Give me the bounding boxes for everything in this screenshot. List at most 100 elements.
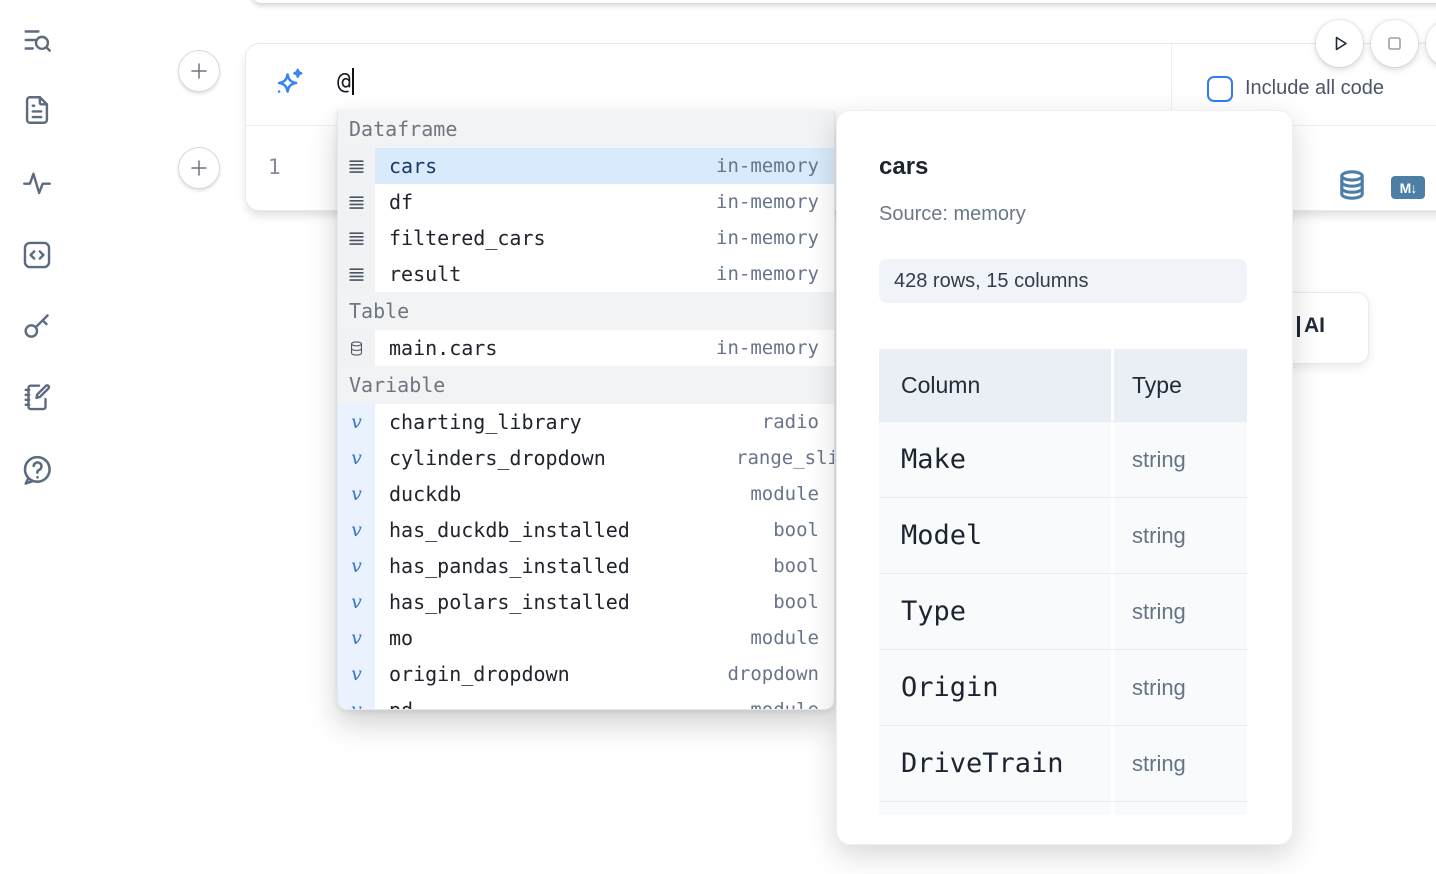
item-name: result [389,262,462,286]
file-icon[interactable] [19,92,55,128]
include-all-code-checkbox[interactable] [1207,76,1233,102]
autocomplete-item-charting_library[interactable]: v charting_library radio [338,404,834,440]
item-name: df [389,190,414,214]
database-icon [338,330,375,366]
schema-column-name: DriveTrain [879,726,1111,801]
item-name: filtered_cars [389,226,546,250]
item-type: bool [773,555,819,577]
ai-prompt-text: @ [337,69,351,95]
stop-button[interactable] [1371,20,1418,67]
schema-column-type: string [1114,574,1247,649]
autocomplete-item-result[interactable]: result in-memory [338,256,834,292]
schema-header-column: Column [879,349,1111,421]
item-name: charting_library [389,410,582,434]
schema-column-name: Make [879,422,1111,497]
variable-icon: v [338,656,375,692]
variable-icon: v [338,476,375,512]
item-type: radio [761,411,819,433]
autocomplete-section-header: Table [338,292,834,330]
include-all-code-label: Include all code [1245,77,1384,99]
item-name: has_pandas_installed [389,554,630,578]
item-type: in-memory [716,337,819,359]
schema-row-partial [879,801,1247,815]
item-type: range_sli [736,447,834,469]
extra-action-button[interactable] [1426,20,1436,67]
dataframe-icon [338,256,375,292]
item-name: origin_dropdown [389,662,570,686]
schema-column-name: Model [879,498,1111,573]
left-sidebar [0,0,72,874]
autocomplete-section-header: Variable [338,366,834,404]
text-caret [351,68,354,95]
item-type: in-memory [716,227,819,249]
variable-icon: v [338,620,375,656]
item-name: pd [389,698,414,710]
sparkles-icon [272,66,306,105]
item-name: has_duckdb_installed [389,518,630,542]
schema-header-type: Type [1114,349,1247,421]
dataframe-icon [338,184,375,220]
list-search-icon[interactable] [19,22,55,58]
ai-button-label: AI [1304,314,1325,337]
schema-column-name: Type [879,574,1111,649]
code-icon[interactable] [19,237,55,273]
key-icon[interactable] [19,308,55,344]
variable-icon: v [338,404,375,440]
run-cell-button[interactable] [1316,20,1363,67]
activity-icon[interactable] [19,165,55,201]
ai-options-area: Include all code [1171,44,1436,126]
item-type: module [750,483,819,505]
item-name: cylinders_dropdown [389,446,606,470]
dataframe-preview-panel: cars Source: memory 428 rows, 15 columns… [836,110,1293,845]
ai-prompt-input[interactable]: @ [337,68,354,95]
variable-icon: v [338,584,375,620]
item-name: has_polars_installed [389,590,630,614]
cell-toolbar: M↓ [1335,168,1425,207]
schema-column-type: string [1114,650,1247,725]
schema-column-name: Origin [879,650,1111,725]
item-type: in-memory [716,155,819,177]
preview-title: cars [879,153,929,180]
autocomplete-item-has_pandas_installed[interactable]: v has_pandas_installed bool [338,548,834,584]
autocomplete-item-has_polars_installed[interactable]: v has_polars_installed bool [338,584,834,620]
code-editor-row[interactable]: 1 M↓ [246,126,1436,212]
clipped-letter [1297,316,1300,337]
item-type: bool [773,591,819,613]
autocomplete-item-has_duckdb_installed[interactable]: v has_duckdb_installed bool [338,512,834,548]
variable-icon: v [338,548,375,584]
item-type: in-memory [716,263,819,285]
item-type: module [750,627,819,649]
database-icon[interactable] [1335,168,1369,207]
notebook-edit-icon[interactable] [19,379,55,415]
item-name: main.cars [389,336,498,360]
dataframe-icon [338,148,375,184]
help-icon[interactable] [19,452,55,488]
autocomplete-section-header: Dataframe [338,110,834,148]
markdown-convert-icon[interactable]: M↓ [1391,176,1425,199]
schema-column-type: string [1114,726,1247,801]
variable-icon: v [338,692,375,709]
schema-column-type: string [1114,498,1247,573]
add-cell-above-button[interactable] [178,50,220,92]
previous-cell-edge [250,0,1436,3]
variable-icon: v [338,512,375,548]
item-type: bool [773,519,819,541]
schema-column-type: string [1114,422,1247,497]
item-name: duckdb [389,482,462,506]
line-number: 1 [268,155,281,179]
autocomplete-item-filtered_cars[interactable]: filtered_cars in-memory [338,220,834,256]
add-cell-below-button[interactable] [178,147,220,189]
autocomplete-item-main.cars[interactable]: main.cars in-memory [338,330,834,366]
